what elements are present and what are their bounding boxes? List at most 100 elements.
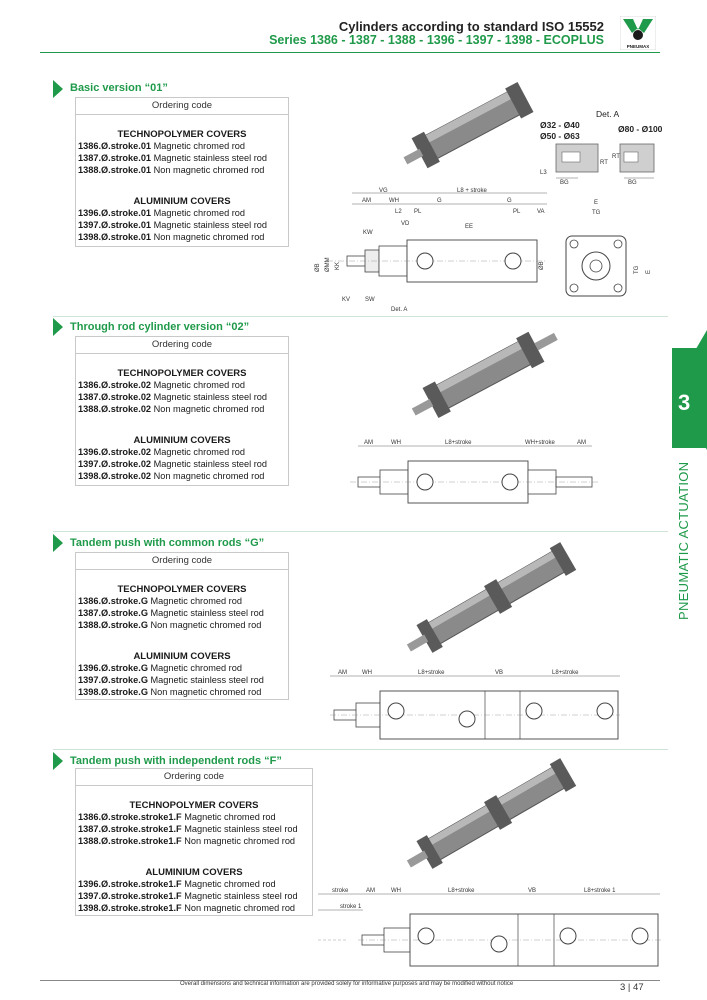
svg-text:ØMM: ØMM [325, 257, 331, 272]
svg-text:L8+stroke: L8+stroke [418, 670, 445, 676]
tandem-cylinder-photo [406, 758, 577, 869]
code-line: 1386.Ø.stroke.stroke1.F Magnetic chromed… [78, 812, 276, 822]
code-line: 1386.Ø.stroke.01 Magnetic chromed rod [78, 141, 246, 151]
cover-title: TECHNOPOLYMER COVERS [117, 129, 247, 140]
svg-text:L8+stroke: L8+stroke [448, 888, 475, 894]
section-bullet-icon [53, 534, 63, 552]
svg-text:L8+stroke: L8+stroke [552, 670, 579, 676]
cover-title: TECHNOPOLYMER COVERS [117, 368, 247, 379]
page-number: 3 | 47 [620, 982, 644, 993]
svg-text:L8+stroke: L8+stroke [445, 440, 472, 446]
code-line: 1396.Ø.stroke.stroke1.F Magnetic chromed… [78, 879, 276, 889]
svg-text:KK: KK [335, 262, 341, 270]
svg-text:G: G [437, 198, 442, 204]
svg-text:EE: EE [465, 224, 473, 230]
footer-rule [40, 980, 660, 981]
svg-text:VG: VG [379, 188, 388, 194]
svg-text:G: G [507, 198, 512, 204]
code-line: 1388.Ø.stroke.02 Non magnetic chromed ro… [78, 404, 265, 414]
cover-title: TECHNOPOLYMER COVERS [129, 800, 259, 811]
svg-text:KV: KV [342, 297, 350, 303]
section-title: Tandem push with common rods “G” [70, 537, 265, 549]
code-line: 1386.Ø.stroke.G Magnetic chromed rod [78, 596, 242, 606]
svg-text:WH: WH [362, 670, 372, 676]
code-line: 1396.Ø.stroke.G Magnetic chromed rod [78, 663, 242, 673]
svg-text:Det. A: Det. A [596, 109, 619, 119]
ordering-box: Ordering code TECHNOPOLYMER COVERS 1386.… [75, 97, 289, 247]
cover-title: ALUMINIUM COVERS [145, 867, 243, 878]
header-subtitle: Series 1386 - 1387 - 1388 - 1396 - 1397 … [269, 33, 604, 47]
svg-text:BG: BG [628, 180, 637, 186]
svg-text:WH: WH [391, 888, 401, 894]
svg-text:KW: KW [363, 230, 373, 236]
cylinder-photo [411, 331, 558, 419]
section-divider [53, 749, 668, 750]
svg-text:WH+stroke: WH+stroke [525, 440, 556, 446]
svg-text:L3: L3 [540, 170, 547, 176]
svg-text:Det. A: Det. A [391, 307, 407, 313]
chapter-tab-shape [672, 330, 707, 450]
section-title: Tandem push with independent rods “F” [70, 755, 282, 767]
code-line: 1398.Ø.stroke.01 Non magnetic chromed ro… [78, 232, 265, 242]
ordering-box: Ordering code TECHNOPOLYMER COVERS 1386.… [75, 552, 289, 700]
code-line: 1387.Ø.stroke.G Magnetic stainless steel… [78, 608, 264, 618]
ordering-header: Ordering code [76, 769, 312, 786]
ordering-box: Ordering code TECHNOPOLYMER COVERS 1386.… [75, 768, 313, 916]
code-line: 1396.Ø.stroke.02 Magnetic chromed rod [78, 447, 246, 457]
code-line: 1387.Ø.stroke.stroke1.F Magnetic stainle… [78, 824, 298, 834]
ordering-header: Ordering code [76, 553, 288, 570]
svg-text:VB: VB [528, 888, 536, 894]
code-line: 1386.Ø.stroke.02 Magnetic chromed rod [78, 380, 246, 390]
svg-text:PL: PL [414, 209, 422, 215]
cover-title: TECHNOPOLYMER COVERS [117, 584, 247, 595]
svg-text:stroke 1: stroke 1 [340, 904, 362, 910]
code-line: 1396.Ø.stroke.01 Magnetic chromed rod [78, 208, 246, 218]
svg-text:WH: WH [391, 440, 401, 446]
section-divider [53, 531, 668, 532]
dimension-drawing: AM WH L8+stroke VB L8+stroke [330, 670, 620, 740]
svg-text:AM: AM [366, 888, 375, 894]
svg-text:Ø50 - Ø63: Ø50 - Ø63 [540, 131, 580, 141]
section-title: Basic version “01” [70, 82, 168, 94]
section-bullet-icon [53, 752, 63, 770]
svg-text:E: E [594, 200, 598, 206]
dimension-drawing: stroke AM WH L8+stroke VB L8+stroke 1 st… [318, 888, 663, 967]
svg-text:AM: AM [577, 440, 586, 446]
svg-text:VB: VB [495, 670, 503, 676]
svg-text:stroke: stroke [332, 888, 349, 894]
chapter-number: 3 [678, 390, 691, 415]
dimension-drawing: VG L8 + stroke AM WH G G L2 PL PL VA VD … [315, 188, 547, 313]
header-title: Cylinders according to standard ISO 1555… [338, 19, 604, 34]
svg-text:L8 + stroke: L8 + stroke [457, 188, 488, 194]
section-bullet-icon [53, 80, 63, 98]
svg-text:VA: VA [537, 209, 545, 215]
pneumax-logo: PNEUMAX [620, 16, 656, 50]
detail-a-drawing: Det. A Ø32 - Ø40 Ø50 - Ø63 Ø80 - Ø100 BG… [540, 109, 663, 186]
svg-text:AM: AM [362, 198, 371, 204]
svg-text:VD: VD [401, 221, 410, 227]
svg-text:AM: AM [338, 670, 347, 676]
dimension-drawing: AM WH L8+stroke WH+stroke AM [350, 440, 600, 504]
code-line: 1397.Ø.stroke.stroke1.F Magnetic stainle… [78, 891, 298, 901]
front-view-drawing: E TG TG E [565, 200, 652, 297]
svg-text:RT: RT [612, 154, 620, 160]
svg-text:ØB: ØB [539, 261, 545, 270]
section-title: Through rod cylinder version “02” [70, 321, 250, 333]
cover-title: ALUMINIUM COVERS [133, 651, 231, 662]
svg-text:BG: BG [560, 180, 569, 186]
svg-text:L2: L2 [395, 209, 402, 215]
header-rule [40, 52, 660, 53]
section-bullet-icon [53, 318, 63, 336]
svg-text:Ø80 - Ø100: Ø80 - Ø100 [618, 124, 663, 134]
code-line: 1388.Ø.stroke.G Non magnetic chromed rod [78, 620, 262, 630]
svg-text:WH: WH [389, 198, 399, 204]
code-line: 1388.Ø.stroke.01 Non magnetic chromed ro… [78, 165, 265, 175]
cylinder-photo [403, 81, 534, 169]
svg-text:TG: TG [592, 210, 601, 216]
svg-text:AM: AM [364, 440, 373, 446]
cover-title: ALUMINIUM COVERS [133, 435, 231, 446]
ordering-header: Ordering code [76, 337, 288, 354]
ordering-header: Ordering code [76, 98, 288, 115]
svg-text:Ø32 - Ø40: Ø32 - Ø40 [540, 120, 580, 130]
code-line: 1387.Ø.stroke.02 Magnetic stainless stee… [78, 392, 267, 402]
